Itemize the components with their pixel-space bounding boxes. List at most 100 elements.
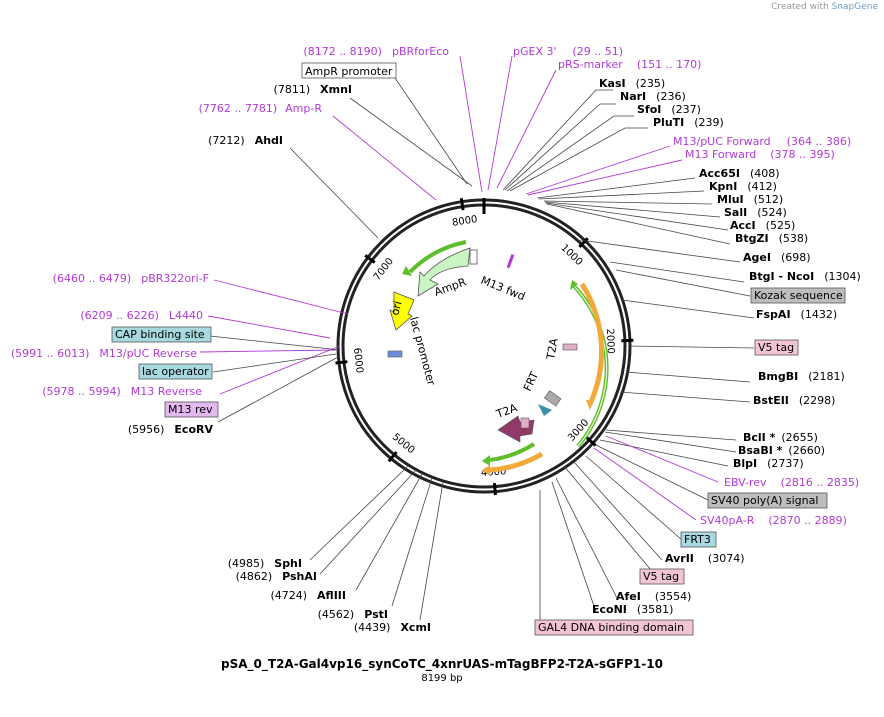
t2a-tag: [520, 417, 530, 429]
kozak-box: [750, 287, 846, 304]
gal4-label: GAL4 DNA binding domain: [538, 621, 684, 634]
frt-arrow: [538, 404, 552, 416]
cap-box: [111, 326, 212, 343]
tick-mark: [585, 436, 597, 447]
site-xcmi: (4439)XcmI: [354, 621, 431, 634]
site-pshai: (4862)PshAI: [236, 570, 317, 583]
primer-pbr322ori-f: (6460 .. 6479)pBR322ori-F: [53, 272, 209, 285]
green-arc-3: [408, 240, 467, 274]
site-btgi-ncoi: BtgI - NcoI(1304): [749, 270, 861, 283]
boxed-labels: AmpR promoter Kozak sequence V5 tag CAP …: [111, 62, 846, 636]
primer-pgex3: pGEX 3'(29 .. 51): [513, 45, 623, 58]
frt3-box: [680, 531, 717, 548]
ampr-promoter-block: [469, 249, 478, 265]
primer-m13-puc-forward: M13/pUC Forward(364 .. 386): [673, 135, 851, 148]
amp-promoter-box: [301, 62, 397, 79]
tick-mark: [578, 237, 589, 248]
tick-label: 6000: [351, 347, 365, 374]
v5-tag-b-label: V5 tag: [643, 570, 679, 583]
feature-label-ori: ori: [388, 300, 404, 317]
site-psti: (4562)PstI: [318, 608, 388, 621]
v5-tag-a-label: V5 tag: [758, 341, 794, 354]
amp-promoter-label: AmpR promoter: [305, 65, 393, 78]
site-mlui: MluI(512): [717, 193, 783, 206]
enzyme-sites: KasI(235) NarI(236) SfoI(237) PluTI(239)…: [128, 77, 861, 634]
frt3-label: FRT3: [684, 533, 711, 546]
site-afei: AfeI(3554): [616, 590, 691, 603]
site-xmni: (7811)XmnI: [274, 83, 352, 96]
site-avrii: AvrII(3074): [665, 552, 744, 565]
orange-arc-2-head: [482, 465, 490, 476]
frt3-element: [543, 390, 562, 407]
tick-label: 8000: [451, 214, 478, 229]
site-ecorv: (5956)EcoRV: [128, 423, 214, 436]
cap-label: CAP binding site: [115, 328, 205, 341]
leader-lines: [199, 55, 755, 622]
plasmid-title: pSA_0_T2A-Gal4vp16_synCoTC_4xnrUAS-mTagB…: [221, 657, 663, 671]
feature-label-t2a-1: T2A: [544, 337, 561, 362]
primer-labels: (8172 .. 8190)pBRforEco pGEX 3'(29 .. 51…: [11, 45, 859, 527]
m13fwd-mark: [506, 254, 515, 269]
v5-tag-a-box: [754, 339, 799, 356]
primer-ebv-rev: EBV-rev(2816 .. 2835): [724, 476, 859, 489]
tick-mark: [387, 451, 398, 463]
site-sphi: (4985)SphI: [228, 557, 302, 570]
site-sfoi: SfoI(237): [637, 103, 701, 116]
site-ahdi: (7212)AhdI: [208, 134, 283, 147]
ori-arrow: [389, 291, 415, 331]
primer-l4440: (6209 .. 6226)L4440: [80, 309, 203, 322]
primer-sv40pa-r: SV40pA-R(2870 .. 2889): [700, 514, 847, 527]
site-acci: AccI(525): [730, 219, 795, 232]
credit-brand: SnapGene: [831, 2, 878, 12]
orange-arc-1-head: [586, 400, 594, 410]
primer-m13-forward: M13 Forward(378 .. 395): [685, 148, 835, 161]
site-bsabi: BsaBI *(2660): [738, 444, 825, 457]
lac-operator-label: lac operator: [142, 365, 209, 378]
feature-label-frt: FRT: [521, 369, 541, 393]
m13rev-label: M13 rev: [168, 403, 213, 416]
primer-m13-puc-reverse: (5991 .. 6013)M13/pUC Reverse: [11, 347, 197, 360]
snapgene-credit: Created with SnapGene: [771, 2, 878, 12]
site-bmgbi: BmgBI(2181): [758, 370, 845, 383]
orange-arc-1: [579, 282, 605, 406]
backbone-inner: [341, 203, 627, 489]
site-acc65i: Acc65I(408): [699, 167, 780, 180]
green-arc-2-head: [482, 455, 490, 466]
lac-element: [387, 350, 403, 358]
sv40-label: SV40 poly(A) signal: [711, 494, 818, 507]
site-bcli: BclI *(2655): [743, 431, 818, 444]
site-kpni: KpnI(412): [709, 180, 777, 193]
credit-prefix: Created with: [771, 2, 829, 12]
site-fspai: FspAI(1432): [756, 308, 837, 321]
tick-mark: [492, 482, 497, 496]
site-sali: SalI(524): [724, 206, 787, 219]
site-pluti: PluTI(239): [653, 116, 724, 129]
lac-operator-box: [138, 363, 213, 380]
primer-m13-reverse: (5978 .. 5994)M13 Reverse: [42, 385, 202, 398]
site-econi: EcoNI(3581): [592, 603, 673, 616]
site-btgzi: BtgZI(538): [735, 232, 808, 245]
m13rev-box: [164, 401, 219, 418]
primer-pbrforeco: (8172 .. 8190)pBRforEco: [303, 45, 449, 58]
feature-label-m13fwd: M13 fwd: [479, 274, 527, 304]
v5-tag-b-box: [639, 568, 685, 585]
tick-label: 7000: [372, 256, 396, 283]
tick-label: 2000: [604, 328, 616, 354]
gal4-box: [534, 619, 694, 636]
features: [387, 240, 609, 476]
kozak-label: Kozak sequence: [754, 289, 843, 302]
site-bsteii: BstEII(2298): [753, 394, 835, 407]
site-kasi: KasI(235): [599, 77, 665, 90]
tick-mark: [364, 254, 376, 264]
v5-element: [562, 343, 578, 351]
site-blpi: BlpI(2737): [733, 457, 804, 470]
site-agei: AgeI(698): [743, 251, 811, 264]
orange-arc-2: [489, 451, 544, 473]
feature-label-lac-promoter: lac promoter: [407, 315, 438, 387]
primer-prs-marker: pRS-marker(151 .. 170): [558, 58, 701, 71]
plasmid-length: 8199 bp: [421, 673, 463, 684]
green-arc-2: [489, 442, 536, 462]
site-nari: NarI(236): [620, 90, 686, 103]
backbone-outer: [336, 198, 632, 494]
